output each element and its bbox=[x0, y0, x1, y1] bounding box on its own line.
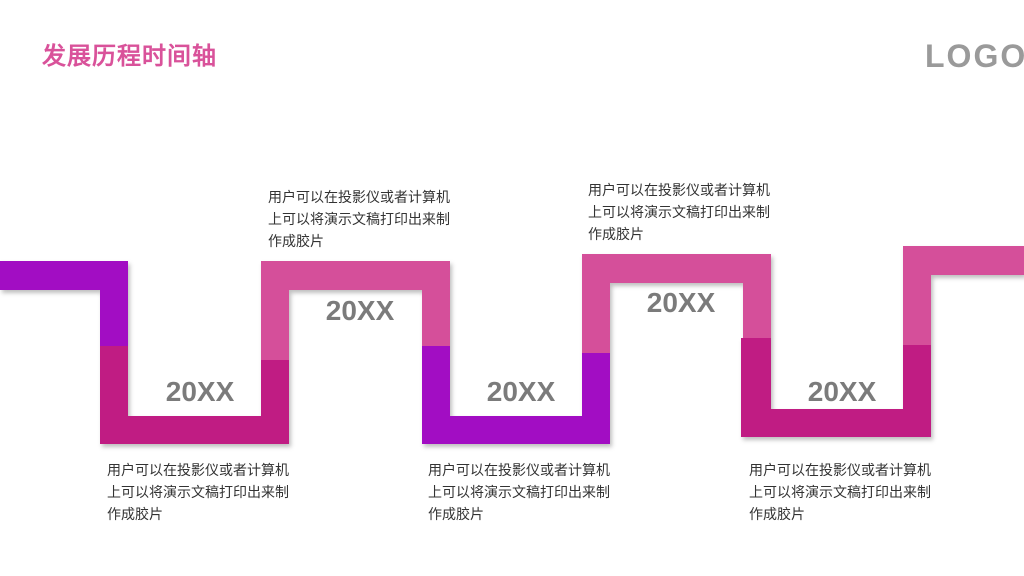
segment-2-up-bottom bbox=[261, 360, 289, 444]
segment-5-down-top bbox=[743, 254, 771, 338]
segment-1-down-top bbox=[100, 261, 128, 346]
milestone-1-text: 用户可以在投影仪或者计算机上可以将演示文稿打印出来制作成胶片 bbox=[107, 463, 289, 523]
milestone-3-text: 用户可以在投影仪或者计算机上可以将演示文稿打印出来制作成胶片 bbox=[428, 463, 610, 523]
milestone-4-year: 20XX bbox=[646, 287, 716, 318]
milestone-3-year: 20XX bbox=[486, 376, 556, 407]
segment-3-down-top bbox=[422, 261, 450, 346]
segment-4-up-bottom bbox=[582, 353, 610, 444]
milestone-5-year: 20XX bbox=[807, 376, 877, 407]
segment-6-up-bottom bbox=[903, 345, 931, 437]
segment-2-top bbox=[261, 261, 450, 290]
segment-exit-horizontal bbox=[903, 246, 1024, 275]
logo: LOGO bbox=[925, 38, 1024, 74]
milestone-4-text: 用户可以在投影仪或者计算机上可以将演示文稿打印出来制作成胶片 bbox=[588, 183, 770, 243]
page-title: 发展历程时间轴 bbox=[42, 42, 217, 70]
segment-4-top bbox=[582, 254, 771, 283]
milestone-1-year: 20XX bbox=[165, 376, 235, 407]
milestone-5-text: 用户可以在投影仪或者计算机上可以将演示文稿打印出来制作成胶片 bbox=[749, 463, 931, 523]
segment-3-bottom bbox=[422, 416, 610, 444]
segment-1-bottom bbox=[100, 416, 289, 444]
milestone-2-year: 20XX bbox=[325, 295, 395, 326]
milestone-2-text: 用户可以在投影仪或者计算机上可以将演示文稿打印出来制作成胶片 bbox=[268, 190, 450, 250]
segment-5-bottom bbox=[741, 409, 931, 437]
